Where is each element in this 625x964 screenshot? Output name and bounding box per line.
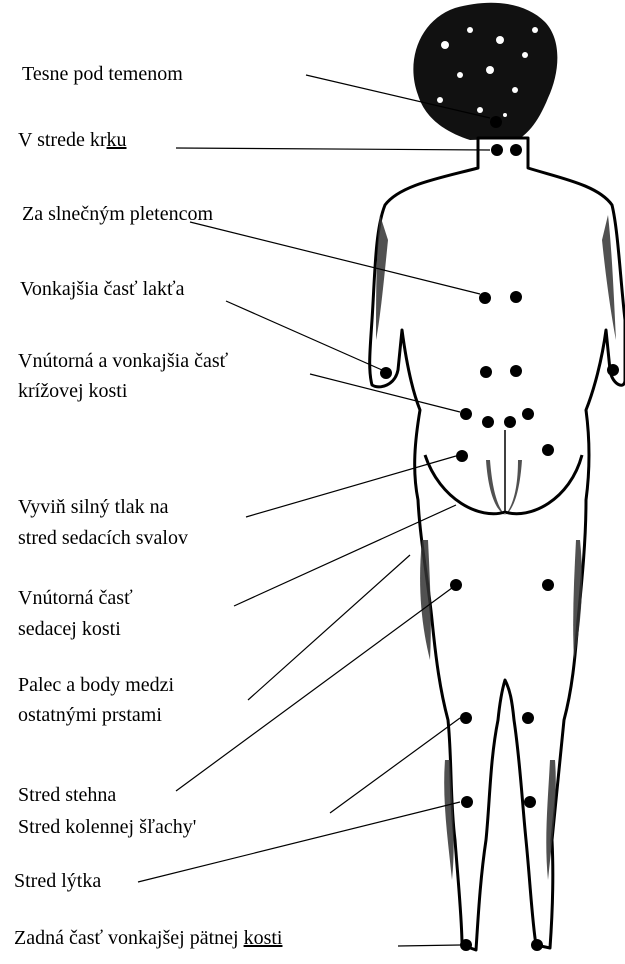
- label-sacrum-line1: Vnútorná a vonkajšia časť: [18, 349, 228, 373]
- leader-elbow: [226, 301, 382, 370]
- leader-hamstring: [330, 718, 460, 813]
- body-outline: [370, 138, 625, 950]
- label-gluteal-line1: Vyviň silný tlak na: [18, 495, 169, 519]
- hair: [413, 3, 557, 140]
- point-knee-left: [461, 796, 473, 808]
- label-heel-part2: kosti: [244, 927, 283, 949]
- leader-thigh: [176, 585, 456, 791]
- point-elbow-left: [380, 367, 392, 379]
- point-neck-left: [491, 144, 503, 156]
- label-gluteal-line2: stred sedacích svalov: [18, 526, 188, 550]
- label-sacrum-line2: krížovej kosti: [18, 379, 127, 403]
- label-toes-line2: ostatnými prstami: [18, 703, 162, 727]
- point-heel-left: [460, 939, 472, 951]
- point-sacrum-2: [482, 416, 494, 428]
- point-sacrum-4: [522, 408, 534, 420]
- leader-calf: [138, 802, 460, 882]
- point-heel-right: [531, 939, 543, 951]
- label-heel-part1: Zadná časť vonkajšej pätnej: [14, 927, 244, 949]
- point-solar-right: [510, 291, 522, 303]
- point-sacrum-3: [504, 416, 516, 428]
- label-ischial-line2: sedacej kosti: [18, 617, 121, 641]
- point-elbow-right: [607, 364, 619, 376]
- leader-heel: [398, 945, 460, 946]
- label-hamstring: Stred kolennej šľachy': [18, 815, 196, 839]
- point-neck-right: [510, 144, 522, 156]
- label-heel: Zadná časť vonkajšej pätnej kosti: [14, 926, 282, 950]
- label-toes-line1: Palec a body medzi: [18, 673, 174, 697]
- point-sacrum-1: [460, 408, 472, 420]
- label-elbow: Vonkajšia časť lakťa: [20, 277, 184, 301]
- leader-neck: [176, 148, 490, 150]
- point-solar-left: [479, 292, 491, 304]
- label-calf: Stred lýtka: [14, 869, 101, 893]
- point-lumbar-right: [510, 365, 522, 377]
- point-gluteal-right: [542, 444, 554, 456]
- label-solar-plexus: Za slnečným pletencom: [22, 202, 213, 226]
- point-ischial-right: [542, 579, 554, 591]
- label-thigh: Stred stehna: [18, 783, 116, 807]
- point-thigh-left: [460, 712, 472, 724]
- point-gluteal-left: [456, 450, 468, 462]
- label-crown: Tesne pod temenom: [22, 62, 183, 86]
- point-crown: [490, 116, 502, 128]
- label-neck: V strede krku: [18, 128, 127, 152]
- label-ischial-line1: Vnútorná časť: [18, 586, 133, 610]
- point-lumbar-left: [480, 366, 492, 378]
- point-thigh-right: [522, 712, 534, 724]
- point-knee-right: [524, 796, 536, 808]
- label-neck-part1: V strede kr: [18, 129, 107, 151]
- label-neck-part2: ku: [107, 129, 127, 151]
